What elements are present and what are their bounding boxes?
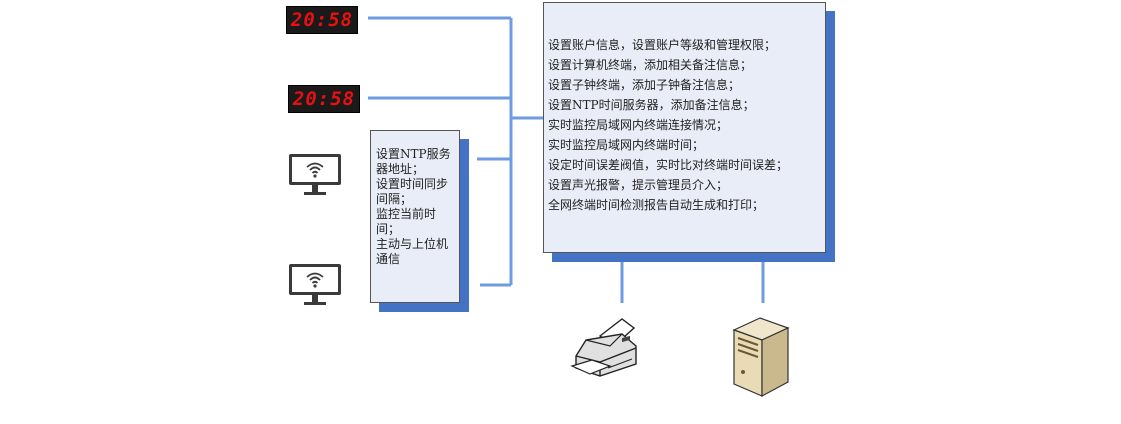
client-feature-line: 器地址；: [376, 162, 425, 176]
server-tower-icon: [732, 317, 790, 398]
server-feature-panel: 设置账户信息，设置账户等级和管理权限； 设置计算机终端，添加相关备注信息； 设置…: [543, 2, 826, 253]
server-feature-line: 全网终端时间检测报告自动生成和打印；: [548, 198, 765, 212]
monitor-wifi-icon: [289, 154, 341, 195]
server-feature-line: 设置NTP时间服务器，添加备注信息；: [548, 98, 755, 112]
client-feature-line: 监控当前时: [376, 207, 437, 221]
client-feature-line: 间隔；: [376, 192, 413, 206]
client-feature-line: 主动与上位机: [376, 237, 449, 251]
printer-icon: [570, 318, 637, 377]
digital-clock-2: 20:58: [288, 85, 360, 113]
server-feature-line: 实时监控局域网内终端连接情况；: [548, 118, 729, 132]
monitor-wifi-icon: [289, 264, 341, 305]
client-feature-line: 间；: [376, 222, 401, 236]
digital-clock-1: 20:58: [286, 6, 358, 34]
client-feature-line: 设置时间同步: [376, 177, 449, 191]
server-feature-line: 设置声光报警，提示管理员介入；: [548, 178, 729, 192]
server-feature-line: 实时监控局域网内终端时间；: [548, 138, 705, 152]
server-feature-line: 设置账户信息，设置账户等级和管理权限；: [548, 38, 777, 52]
server-feature-line: 设置计算机终端，添加相关备注信息；: [548, 58, 753, 72]
server-feature-line: 设置子钟终端，添加子钟备注信息；: [548, 78, 741, 92]
client-feature-panel: 设置NTP服务 器地址； 设置时间同步 间隔； 监控当前时 间； 主动与上位机 …: [370, 130, 460, 303]
client-feature-line: 设置NTP服务: [376, 147, 451, 161]
server-feature-line: 设定时间误差阀值，实时比对终端时间误差；: [548, 158, 789, 172]
clock-time: 20:58: [292, 88, 356, 110]
clock-time: 20:58: [290, 9, 354, 31]
client-feature-line: 通信: [376, 252, 401, 266]
